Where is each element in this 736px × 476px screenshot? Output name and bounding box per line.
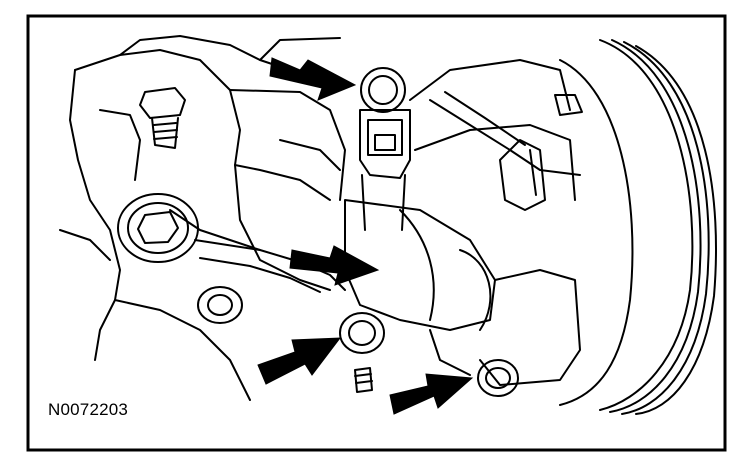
hex-plug (117, 193, 199, 263)
bolt-lower-right (477, 359, 519, 397)
stud (354, 367, 373, 393)
thermostat-housing (344, 199, 581, 386)
callout-arrow-2 (289, 245, 380, 286)
figure-border (26, 14, 727, 452)
bolt-lower-left (339, 312, 385, 354)
sensor-connector (359, 67, 411, 231)
figure-id-label: N0072203 (48, 400, 129, 419)
coolant-hose (409, 59, 583, 211)
bracket-arm (194, 239, 346, 324)
callout-arrow-4 (389, 373, 474, 415)
pulley (559, 39, 717, 415)
engine-block (59, 35, 346, 401)
bolt-upper-left (139, 87, 186, 149)
callout-arrow-1 (269, 57, 357, 101)
callout-arrow-3 (257, 337, 342, 385)
